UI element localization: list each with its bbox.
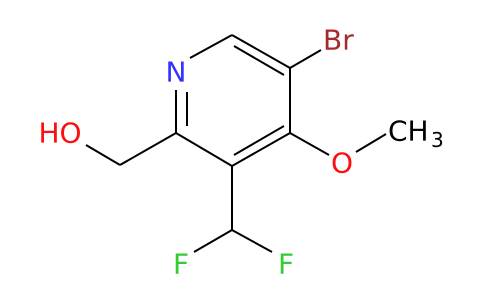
bond-cf2-f-left [193, 229, 233, 253]
bond-cf2-f-right [231, 229, 273, 253]
bond-c4-o [289, 132, 330, 156]
bond-c6-c5 [231, 34, 291, 69]
bond-c2-ch2 [119, 132, 177, 166]
atom-fluorine-left: F [173, 248, 189, 281]
bonds [85, 34, 387, 253]
atom-fluorine-right: F [278, 248, 294, 281]
bond-c3-c2 [175, 132, 233, 167]
bond-ch2-oh [85, 144, 121, 166]
atom-methyl-carbon: CH [388, 115, 429, 148]
atom-methyl-subscript: 3 [431, 128, 444, 152]
atom-nitrogen: N [166, 56, 187, 89]
bond-c6-c5-inner [233, 45, 285, 76]
atom-hydroxyl: HO [38, 117, 81, 150]
atom-bromine: Br [323, 24, 354, 57]
atom-labels: N Br O CH 3 F F HO [38, 24, 443, 281]
bond-c5-br [289, 49, 322, 69]
bond-o-ch3 [355, 133, 387, 153]
bond-c4-c3 [231, 132, 291, 167]
bond-n-c6 [189, 34, 233, 59]
atom-oxygen-methoxy: O [331, 147, 353, 180]
bond-c4-c3-inner [233, 125, 285, 156]
